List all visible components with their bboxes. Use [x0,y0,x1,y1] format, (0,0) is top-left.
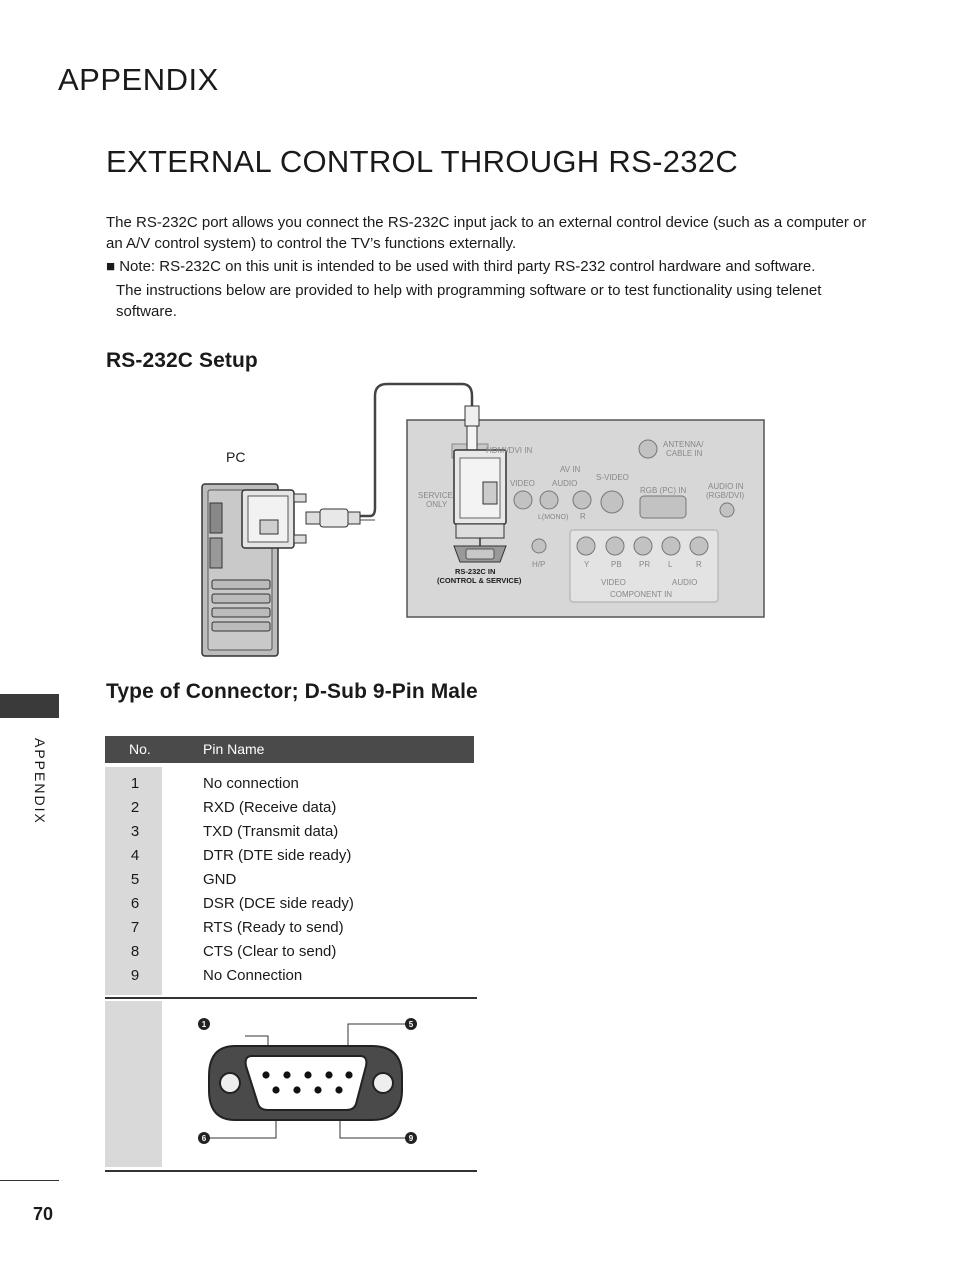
label-svideo: S-VIDEO [596,473,629,482]
col-pin-header: Pin Name [203,741,265,757]
intro-paragraph: The RS-232C port allows you connect the … [106,214,867,252]
note-detail: The instructions below are provided to h… [116,282,822,320]
footer-rule [0,1180,59,1181]
label-video: VIDEO [510,479,535,488]
pin-8 [314,1086,322,1094]
label-pr: PR [639,560,650,569]
label-antenna: ANTENNA/ [663,440,704,449]
pc-label: PC [226,449,245,465]
serial-cable [360,382,474,518]
pin-1 [262,1071,270,1079]
label-audio: AUDIO [552,479,577,488]
label-component-in: COMPONENT IN [610,590,672,599]
callout-6: 6 [202,1134,207,1143]
connector-heading: Type of Connector; D-Sub 9-Pin Male [106,680,478,703]
label-audio2: AUDIO [672,578,697,587]
label-rgb-pc: RGB (PC) IN [640,486,686,495]
note-line: ■ Note: RS-232C on this unit is intended… [106,258,816,275]
rs232c-setup-diagram: PC HDMI/DVI IN ANTENNA/ [201,382,765,657]
pin-number-column [105,767,162,995]
label-y: Y [584,560,590,569]
right-screw-hole [372,1072,394,1094]
pin-table-header: No. Pin Name [105,736,474,763]
label-l-mono: L(MONO) [538,514,568,521]
callout-1: 1 [202,1020,207,1029]
label-hp: H/P [532,560,545,569]
pc-serial-plug [241,489,361,549]
setup-heading: RS-232C Setup [106,349,258,372]
label-hdmi: HDMI/DVI IN [486,446,532,455]
label-l: L [668,560,673,569]
label-r2: R [696,560,702,569]
pin-3 [304,1071,312,1079]
table-bottom-rule [105,1170,477,1172]
tv-back-panel [406,405,765,618]
label-service: SERVICE [418,491,453,500]
sidebar-label: APPENDIX [32,738,48,825]
label-r: R [580,512,586,521]
table-divider [105,997,477,999]
left-screw-hole [219,1072,241,1094]
label-control-service: (CONTROL & SERVICE) [437,576,522,585]
col-no-header: No. [129,741,151,757]
pin-4 [325,1071,333,1079]
dsub-9pin-diagram: 1 5 6 9 [198,1018,417,1144]
dsub-face [244,1055,368,1111]
page-title: EXTERNAL CONTROL THROUGH RS-232C [106,144,739,179]
pin-9 [335,1086,343,1094]
label-rs232c-in: RS-232C IN [455,567,495,576]
label-audio-in: AUDIO IN [708,482,744,491]
pc-tower-icon [201,483,279,657]
header-title: APPENDIX [58,62,219,97]
pin-2 [283,1071,291,1079]
pin-6 [272,1086,280,1094]
label-video2: VIDEO [601,578,626,587]
callout-5: 5 [409,1020,414,1029]
label-rgb-dvi: (RGB/DVI) [706,491,745,500]
page-number: 70 [33,1204,54,1224]
label-only: ONLY [426,500,448,509]
pin-7 [293,1086,301,1094]
sidebar-tab [0,694,59,718]
label-cable: CABLE IN [666,449,703,458]
diagram-column-shade [105,1001,162,1167]
label-pb: PB [611,560,622,569]
label-av-in: AV IN [560,465,581,474]
callout-9: 9 [409,1134,414,1143]
pin-5 [345,1071,353,1079]
